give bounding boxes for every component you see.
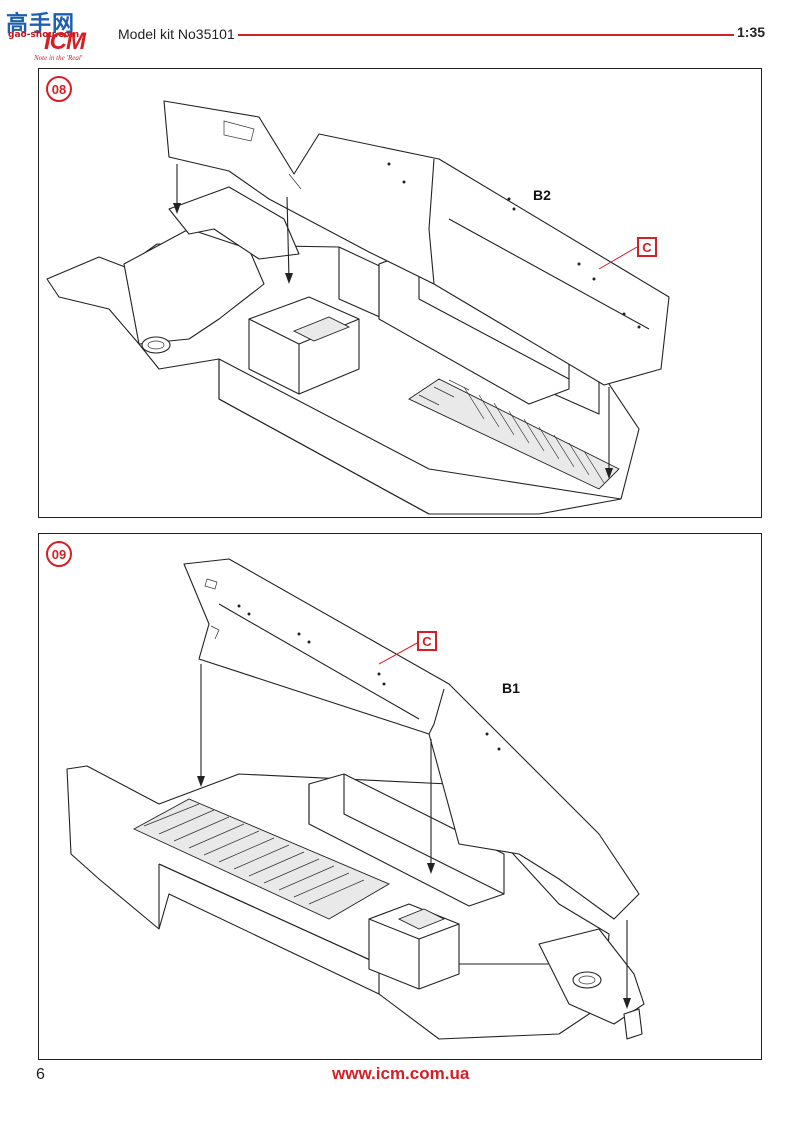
- page-header: 高手网 gao-shou.com ICM Note in the 'Real' …: [0, 0, 800, 66]
- logo-slogan: Note in the 'Real': [34, 54, 83, 62]
- scale-label: 1:35: [737, 24, 766, 40]
- part-label-b2: B2: [533, 187, 551, 203]
- step-09-drawing: [66, 558, 645, 1040]
- callout-c-step-08: C: [637, 237, 657, 257]
- small-insert-part: [168, 186, 300, 260]
- part-label-b1: B1: [502, 680, 520, 696]
- track-grid: [408, 378, 620, 490]
- header-divider: [238, 34, 734, 36]
- engine-block: [368, 903, 460, 990]
- watermark-logo: 高手网: [6, 12, 76, 37]
- wheel-hub: [141, 336, 171, 354]
- step-08-number: 08: [46, 76, 72, 102]
- icm-logo: ICM: [44, 28, 86, 55]
- step-09-panel: 09 B1 C: [38, 533, 762, 1060]
- small-bracket: [623, 1008, 643, 1040]
- wheel-hub: [572, 971, 602, 989]
- callout-c-step-09: C: [417, 631, 437, 651]
- side-panel-b2: [163, 100, 670, 386]
- page-number: 6: [36, 1066, 45, 1083]
- track-grid: [132, 798, 391, 920]
- step-09-number: 09: [46, 541, 72, 567]
- kit-number: Model kit No35101: [118, 26, 235, 42]
- watermark-url: gao-shou.com: [8, 30, 80, 40]
- step-08-panel: 08 B2 C: [38, 68, 762, 518]
- website-url: www.icm.com.ua: [332, 1064, 470, 1083]
- step-08-drawing: [46, 100, 670, 515]
